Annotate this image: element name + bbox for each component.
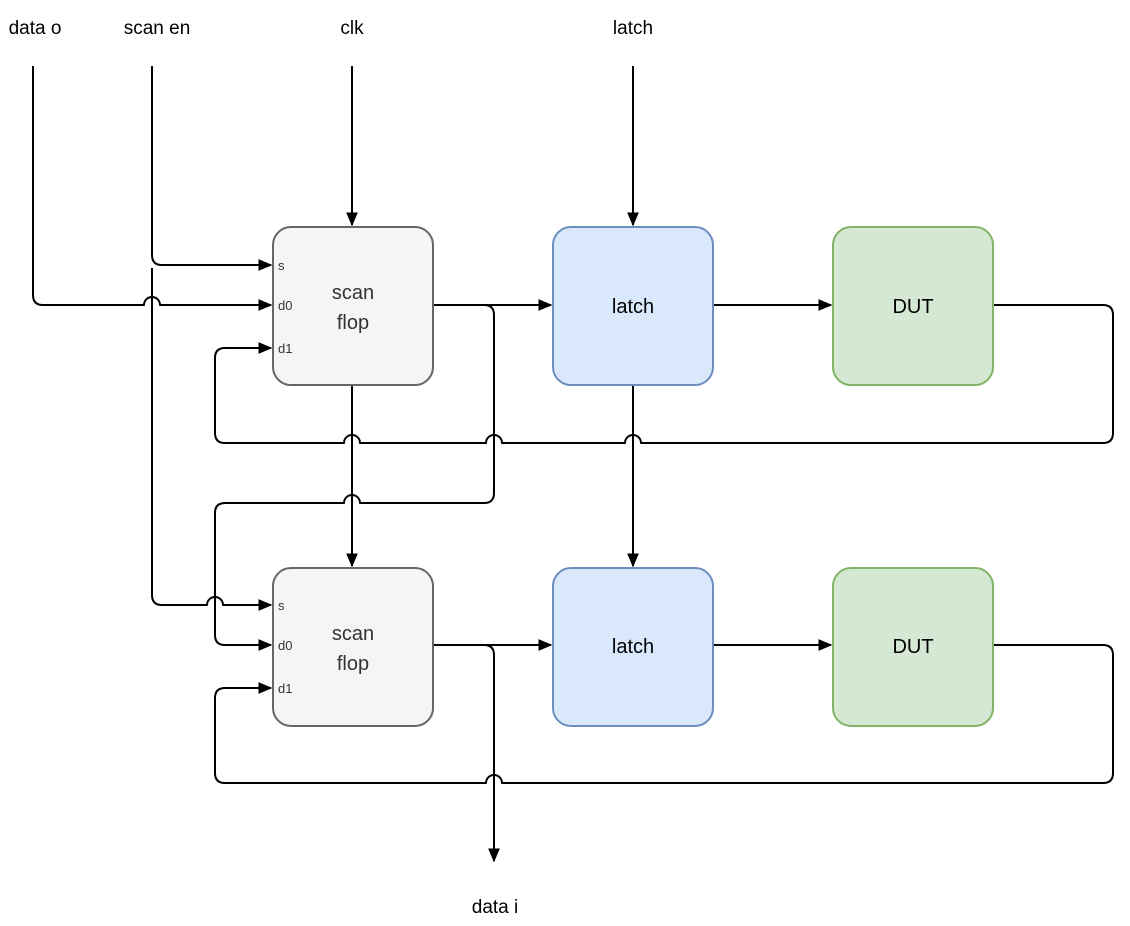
- port-s-label-row1: s: [278, 258, 285, 273]
- scan-flop-block-row2: [272, 567, 434, 727]
- data-i-label: data i: [472, 897, 518, 918]
- scan-en-wire-row2: [151, 268, 273, 611]
- port-s-label-row2: s: [278, 598, 285, 613]
- latch-signal-label: latch: [613, 18, 653, 39]
- dut-label-row2: DUT: [892, 636, 933, 658]
- latch-label-row1: latch: [612, 296, 654, 318]
- flop1-branch-wire: [214, 304, 495, 651]
- dut1-feedback-wire: [214, 304, 1114, 444]
- scan-en-label: scan en: [124, 18, 191, 39]
- scan-flop-label-line2-row2: flop: [337, 653, 369, 675]
- scan-flop-block-row1: [272, 226, 434, 386]
- data-i-wire: [483, 644, 500, 863]
- dut-label-row1: DUT: [892, 296, 933, 318]
- port-d1-label-row2: d1: [278, 681, 292, 696]
- row-1: scan flop s d0 d1 latch DUT: [272, 226, 994, 386]
- port-d0-label-row1: d0: [278, 298, 292, 313]
- scan-en-wire-row1: [151, 66, 273, 271]
- port-d1-label-row1: d1: [278, 341, 292, 356]
- latch-label-row2: latch: [612, 636, 654, 658]
- scan-flop-label-line1-row2: scan: [332, 623, 374, 645]
- data-o-wire: [32, 66, 273, 311]
- scan-flop-label-line2-row1: flop: [337, 312, 369, 334]
- row-2: scan flop s d0 d1 latch DUT: [272, 567, 994, 727]
- data-o-label: data o: [9, 18, 62, 39]
- clk-label: clk: [340, 18, 364, 39]
- signal-labels: data o scan en clk latch data i: [9, 18, 653, 918]
- dut-block-row2: [832, 567, 994, 727]
- scan-flop-label-line1-row1: scan: [332, 282, 374, 304]
- port-d0-label-row2: d0: [278, 638, 292, 653]
- latch-block-row2: [552, 567, 714, 727]
- wires: [32, 66, 1114, 863]
- dut2-feedback-wire: [214, 644, 1114, 784]
- dut-block-row1: [832, 226, 994, 386]
- latch-block-row1: [552, 226, 714, 386]
